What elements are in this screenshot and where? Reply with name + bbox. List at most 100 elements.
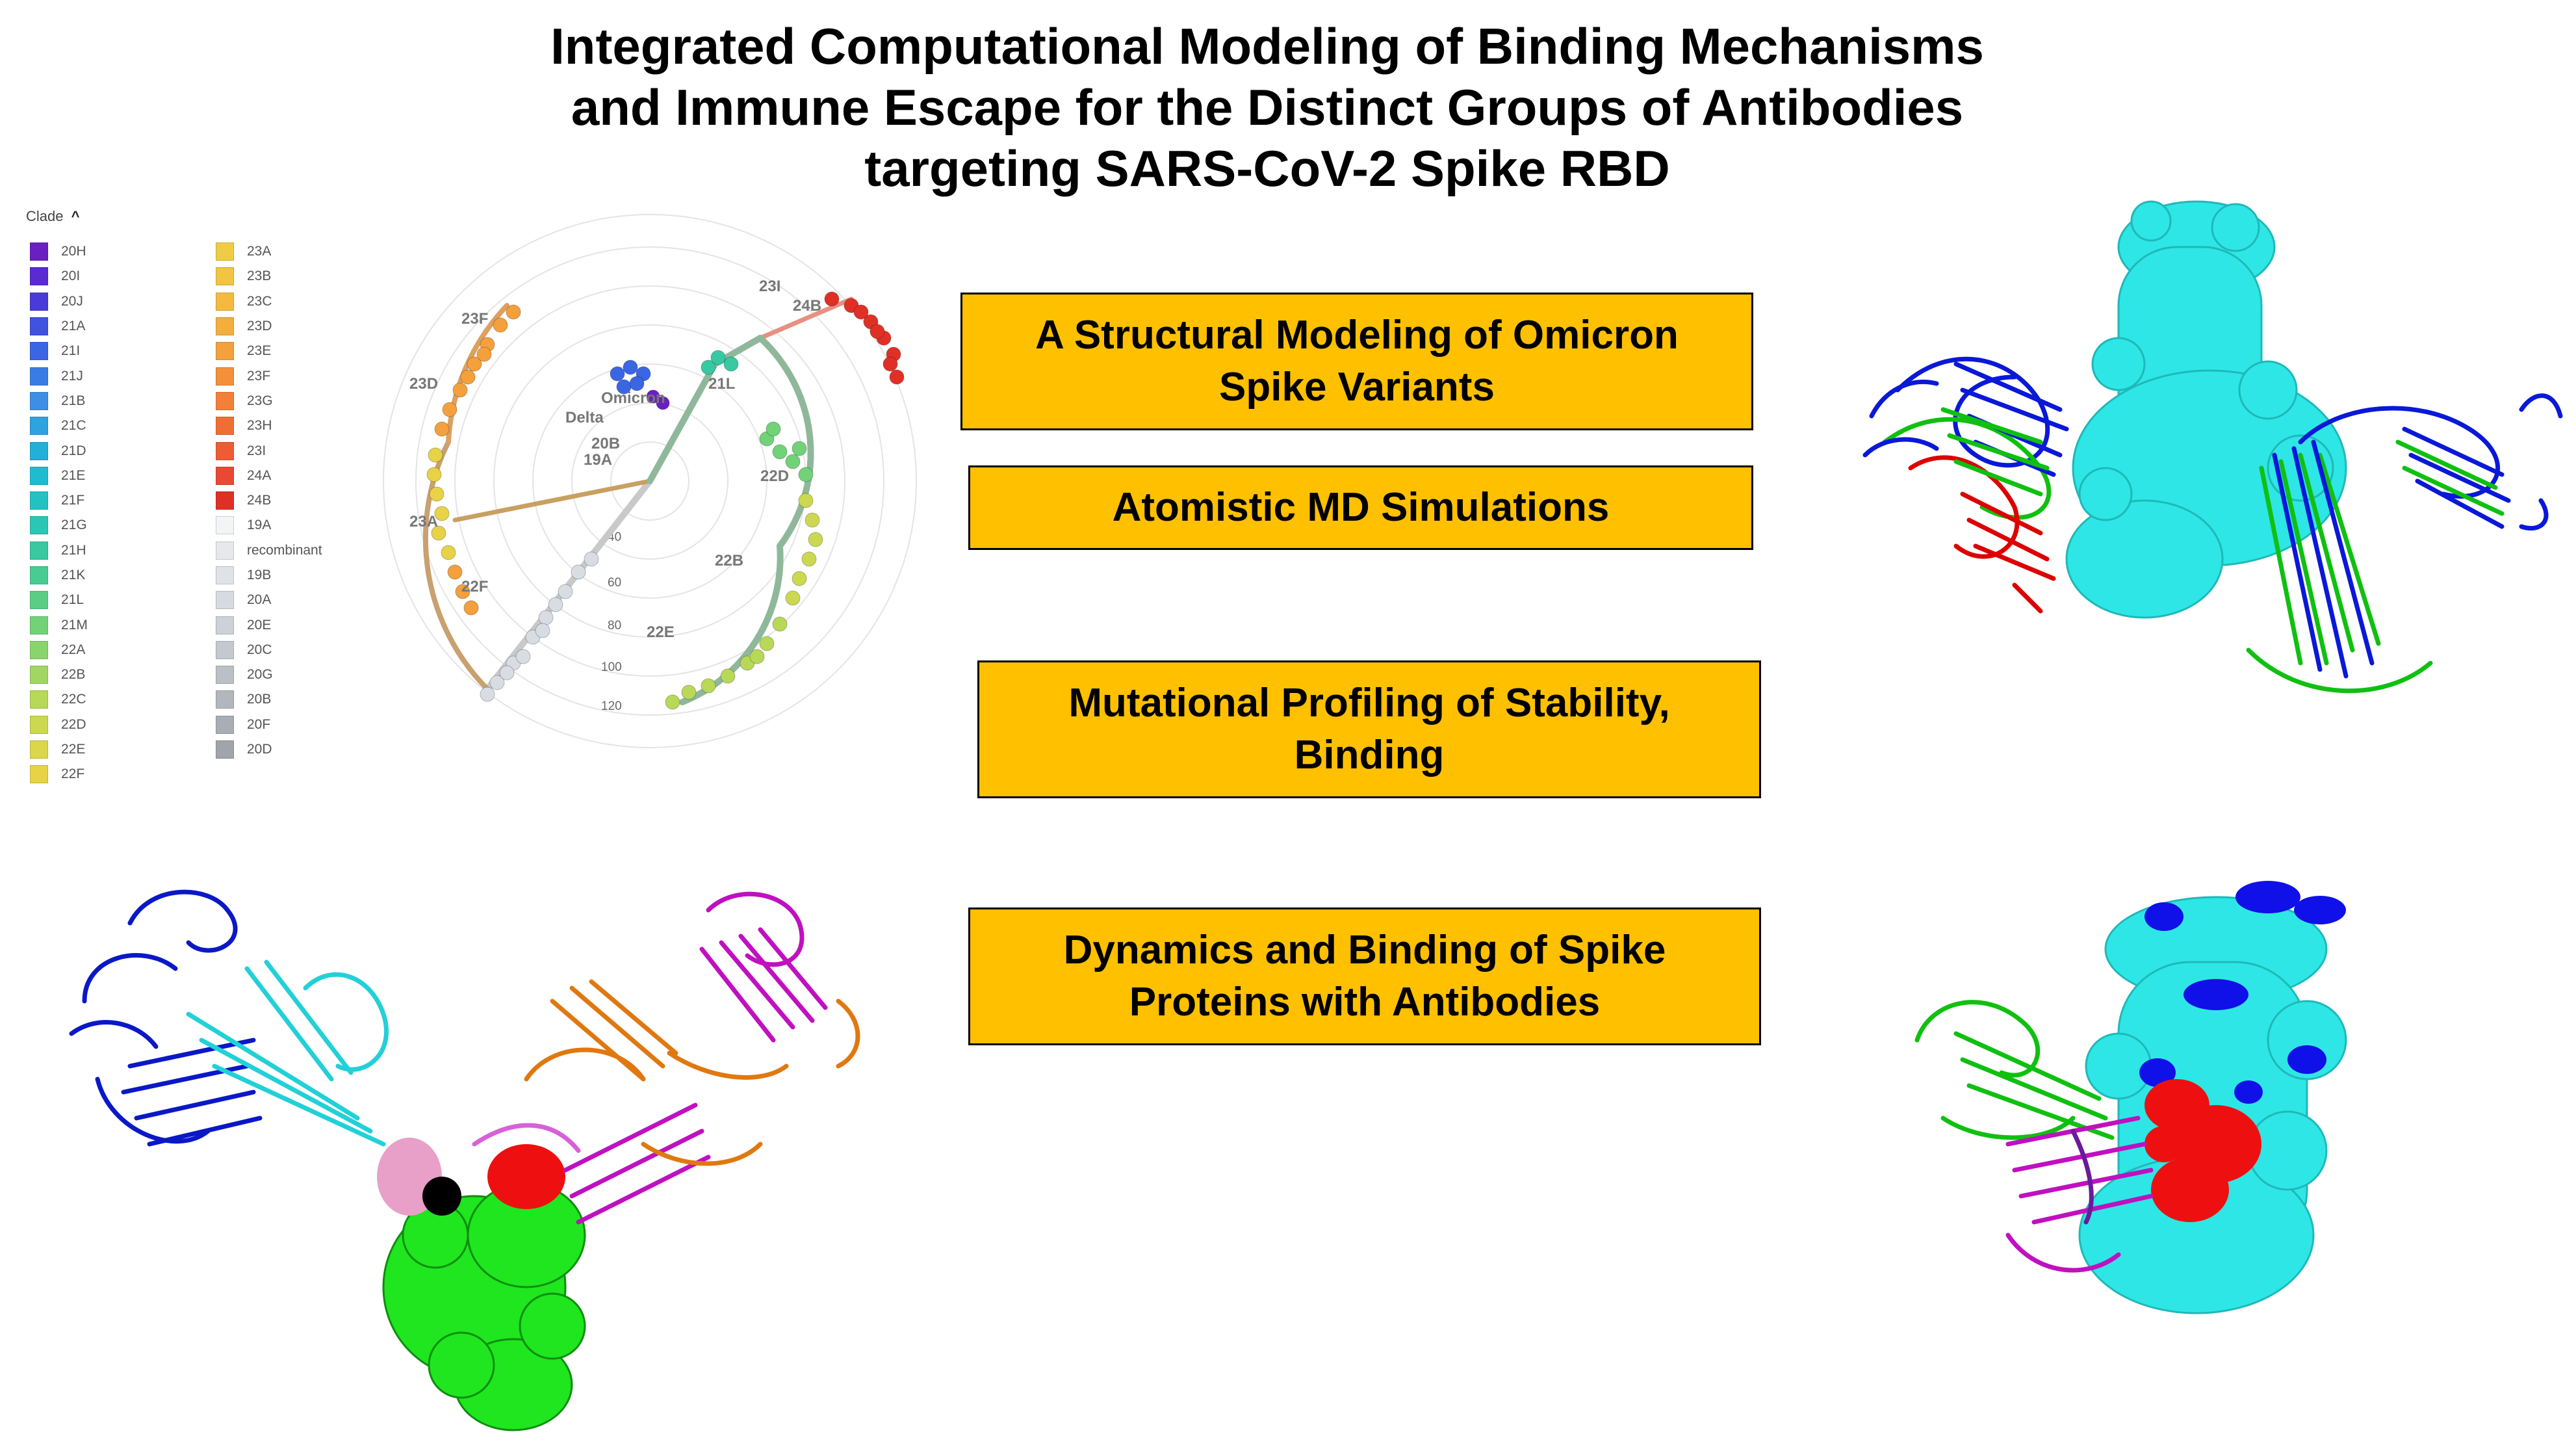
legend-label: 21D	[61, 443, 86, 458]
legend-item[interactable]: 20I	[30, 264, 88, 289]
legend-swatch	[30, 740, 48, 759]
legend-item[interactable]: recombinant	[216, 538, 322, 563]
legend-item[interactable]: 21G	[30, 513, 88, 538]
legend-swatch	[216, 640, 234, 659]
legend-label: 21G	[61, 517, 87, 533]
label-23f: 23F	[461, 310, 488, 328]
legend-label: 22F	[61, 766, 85, 782]
legend-item[interactable]: 22A	[30, 638, 88, 662]
box-3-line-2: Binding	[1294, 733, 1445, 777]
legend-item[interactable]: 21D	[30, 438, 88, 463]
legend-label: 20C	[247, 642, 272, 657]
legend-item[interactable]: 20D	[216, 737, 322, 762]
legend-swatch	[216, 342, 234, 361]
antibody-orange-magenta-ribbons	[472, 891, 860, 1225]
title-line-3: targeting SARS-CoV-2 Spike RBD	[864, 140, 1670, 197]
label-23i: 23I	[759, 278, 780, 295]
label-delta: Delta	[565, 409, 604, 426]
tick-80: 80	[608, 619, 621, 633]
legend-label: 21A	[61, 319, 86, 334]
legend-item[interactable]: 20F	[216, 712, 322, 737]
legend-swatch	[30, 541, 48, 560]
legend-item[interactable]: 21A	[30, 314, 88, 339]
legend-item[interactable]: 24B	[216, 488, 322, 513]
legend-item[interactable]: 20A	[216, 588, 322, 612]
legend-item[interactable]: 23D	[216, 314, 322, 339]
box-mutational-profiling: Mutational Profiling of Stability,Bindin…	[977, 660, 1761, 798]
legend-item[interactable]: 21I	[30, 339, 88, 363]
legend-label: 20G	[247, 667, 273, 683]
label-22f: 22F	[461, 578, 488, 595]
label-22d: 22D	[760, 467, 789, 485]
legend-label: 22C	[61, 692, 86, 707]
legend-label: 20E	[247, 617, 272, 633]
legend-swatch	[30, 616, 48, 634]
legend-item[interactable]: 19B	[216, 563, 322, 588]
antibody-ribbons-2	[1914, 1000, 2154, 1273]
legend-item[interactable]: 22D	[30, 712, 88, 737]
legend-item[interactable]: 23A	[216, 239, 322, 264]
box-2-line-1: Atomistic MD Simulations	[1112, 485, 1610, 530]
structure-top-right	[1862, 200, 2563, 694]
legend-item[interactable]: 22B	[30, 662, 88, 687]
legend-title[interactable]: Clade ^	[26, 208, 79, 225]
legend-item[interactable]: 21J	[30, 363, 88, 388]
legend-label: 24B	[247, 493, 272, 508]
legend-swatch	[216, 541, 234, 560]
legend-item[interactable]: 23H	[216, 413, 322, 438]
antibody-blue-cyan-ribbons	[69, 889, 389, 1147]
legend-label: 22D	[61, 716, 86, 732]
legend-swatch	[216, 466, 234, 485]
legend-label: 21I	[61, 343, 81, 359]
legend-item[interactable]: 20H	[30, 239, 88, 264]
legend-item[interactable]: 23I	[216, 438, 322, 463]
legend-item[interactable]: 20B	[216, 687, 322, 712]
legend-item[interactable]: 21F	[30, 488, 88, 513]
legend-item[interactable]: 21B	[30, 389, 88, 413]
box-4-line-2: Proteins with Antibodies	[1129, 980, 1601, 1025]
legend-item[interactable]: 23E	[216, 339, 322, 363]
legend-item[interactable]: 21H	[30, 538, 88, 563]
legend-swatch	[30, 715, 48, 734]
label-omicron: Omicron	[601, 389, 665, 407]
legend-item[interactable]: 22E	[30, 737, 88, 762]
legend-item[interactable]: 19A	[216, 513, 322, 538]
legend-item[interactable]: 22C	[30, 687, 88, 712]
legend-swatch	[30, 765, 48, 784]
legend-swatch	[30, 267, 48, 286]
label-21l: 21L	[708, 375, 735, 393]
legend-item[interactable]: 21E	[30, 463, 88, 488]
legend-swatch	[30, 491, 48, 510]
legend-item[interactable]: 23F	[216, 363, 322, 388]
caret-up-icon: ^	[71, 208, 80, 224]
legend-item[interactable]: 24A	[216, 463, 322, 488]
legend-item[interactable]: 20G	[216, 662, 322, 687]
legend-label: 23C	[247, 293, 272, 309]
legend-item[interactable]: 21M	[30, 612, 88, 637]
radial-phylogenetic-tree: 40 60 80 100 120	[383, 214, 917, 748]
title-line-2: and Immune Escape for the Distinct Group…	[571, 79, 1964, 136]
legend-item[interactable]: 23B	[216, 264, 322, 289]
legend-item[interactable]: 23G	[216, 389, 322, 413]
legend-label: 20J	[61, 293, 83, 309]
legend-swatch	[216, 391, 234, 410]
green-rbd-surface	[382, 1182, 586, 1431]
legend-label: 23A	[247, 244, 272, 259]
legend-swatch	[216, 591, 234, 610]
legend-label: 22E	[61, 742, 86, 757]
legend-item[interactable]: 22F	[30, 762, 88, 787]
legend-label: 23H	[247, 418, 272, 434]
legend-label: 22A	[61, 642, 86, 657]
legend-item[interactable]: 21K	[30, 563, 88, 588]
legend-item[interactable]: 20C	[216, 638, 322, 662]
legend-swatch	[216, 242, 234, 261]
legend-item[interactable]: 20E	[216, 612, 322, 637]
legend-item[interactable]: 23C	[216, 289, 322, 314]
legend-item[interactable]: 21L	[30, 588, 88, 612]
legend-item[interactable]: 21C	[30, 413, 88, 438]
legend-label: 19A	[247, 517, 272, 533]
legend-item[interactable]: 20J	[30, 289, 88, 314]
label-24b: 24B	[793, 297, 821, 315]
box-md-simulations: Atomistic MD Simulations	[968, 465, 1753, 550]
